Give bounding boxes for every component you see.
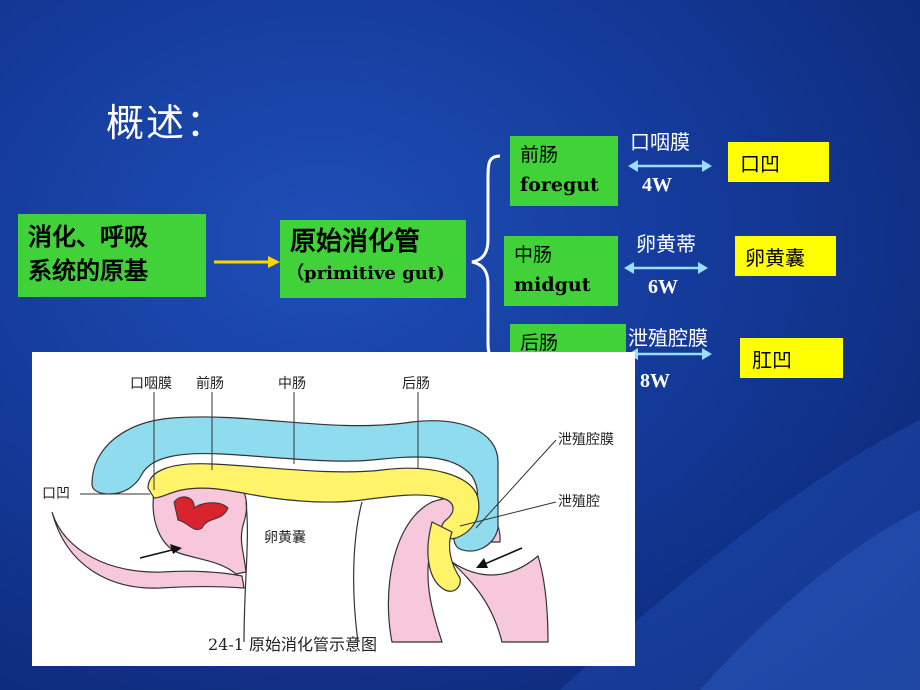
leader-xiezhiqiang — [459, 501, 557, 527]
label-xiezhiqiang: 泄殖腔 — [558, 493, 600, 510]
yolk-sac-left-wall — [243, 501, 248, 643]
label-kouao: 口凹 — [42, 486, 70, 502]
tail-pink-region — [451, 554, 549, 643]
primitive-gut-box: 原始消化管 （primitive gut) — [280, 220, 466, 298]
origin-arrow — [214, 256, 280, 268]
hindgut-double-arrow — [628, 348, 712, 360]
label-kouyanmo: 口咽膜 — [130, 376, 172, 392]
foregut-membrane: 口咽膜 — [630, 130, 690, 154]
hindgut-yellow-loop — [427, 521, 461, 592]
label-xiezhiqiangmo: 泄殖腔膜 — [558, 431, 614, 448]
foregut-box: 前肠 foregut — [510, 136, 618, 206]
foregut-week: 4W — [642, 174, 672, 196]
midgut-result-box: 卵黄囊 — [735, 236, 836, 276]
label-zhongchang: 中肠 — [278, 376, 306, 392]
hindgut-result: 肛凹 — [752, 348, 792, 372]
midgut-double-arrow — [624, 262, 708, 274]
primitive-gut-zh: 原始消化管 — [290, 227, 421, 257]
leader-xiezhiqiangmo — [475, 439, 557, 529]
origin-line-2: 系统的原基 — [28, 257, 148, 285]
midgut-week: 6W — [648, 276, 678, 298]
proctodeum-arrowhead — [476, 558, 488, 568]
label-qianchang: 前肠 — [196, 375, 224, 392]
figure-caption: 24-1 原始消化管示意图 — [208, 635, 377, 654]
endoderm-gut-yellow — [147, 463, 480, 540]
midgut-box: 中肠 midgut — [504, 236, 618, 306]
hindgut-zh: 后肠 — [520, 332, 559, 354]
origin-box: 消化、呼吸 系统的原基 — [18, 214, 206, 297]
hindgut-membrane: 泄殖腔膜 — [628, 326, 708, 350]
yolk-sac-right-wall — [353, 501, 363, 643]
label-luanhuangnang: 卵黄囊 — [264, 529, 306, 546]
origin-line-1: 消化、呼吸 — [28, 223, 148, 251]
primitive-gut-en: （primitive gut) — [286, 263, 445, 284]
foregut-result: 口凹 — [740, 152, 780, 176]
ventral-body-wall — [51, 511, 245, 589]
stomodeum-arrowhead — [170, 544, 182, 554]
label-houchang: 后肠 — [402, 376, 430, 392]
brace — [471, 154, 501, 358]
heart-shape — [173, 496, 229, 531]
midgut-membrane: 卵黄蒂 — [636, 232, 696, 256]
midgut-result: 卵黄囊 — [745, 246, 805, 270]
gut-diagram: 口咽膜 前肠 中肠 后肠 泄殖腔膜 口凹 泄殖腔 卵黄囊 24-1 原始消化管示… — [42, 375, 614, 654]
foregut-double-arrow — [628, 160, 712, 172]
midgut-zh: 中肠 — [514, 244, 553, 266]
foregut-result-box: 口凹 — [728, 142, 829, 182]
hindgut-result-box: 肛凹 — [740, 338, 843, 378]
page-title: 概述： — [106, 101, 227, 145]
midgut-en: midgut — [514, 274, 591, 296]
foregut-zh: 前肠 — [520, 144, 559, 166]
gut-diagram-figure: 口咽膜 前肠 中肠 后肠 泄殖腔膜 口凹 泄殖腔 卵黄囊 24-1 原始消化管示… — [32, 352, 635, 666]
hindgut-week: 8W — [640, 370, 670, 392]
foregut-en: foregut — [520, 174, 599, 196]
proctodeum-arrow — [479, 547, 523, 567]
